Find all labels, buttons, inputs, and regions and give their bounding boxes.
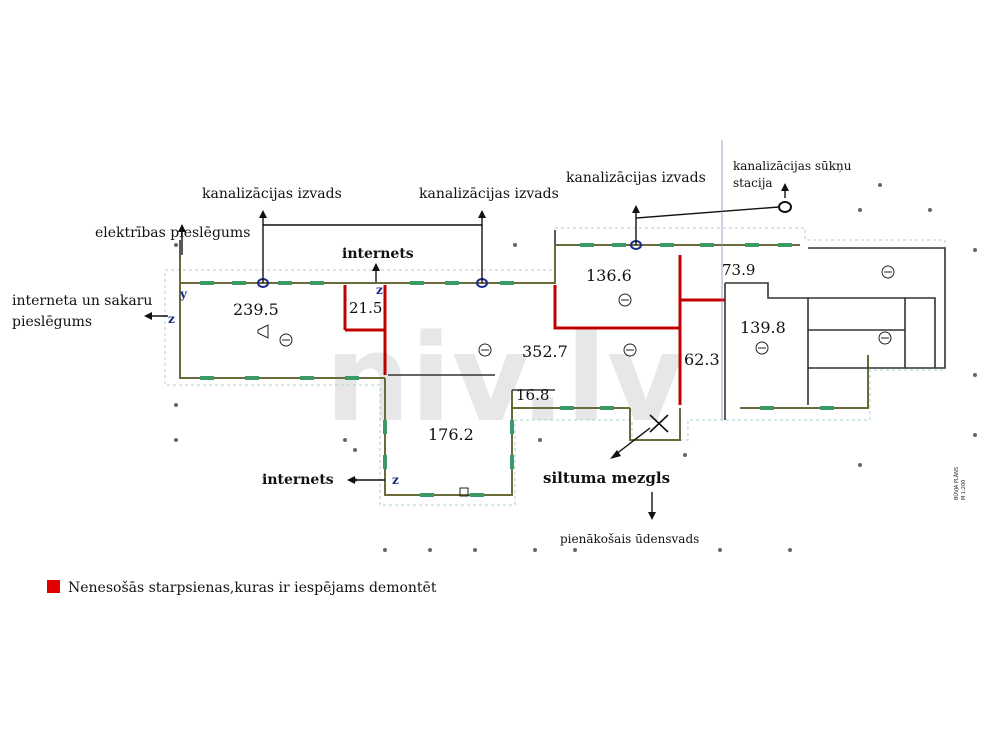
window-marks — [200, 243, 834, 497]
label-water-supply: pienākošais ūdensvads — [560, 532, 699, 546]
label-sewer-3: kanalizācijas izvads — [566, 170, 706, 186]
area-176-2: 176.2 — [428, 425, 474, 444]
label-internet-line2: pieslēgums — [12, 314, 92, 330]
area-16-8: 16.8 — [516, 386, 549, 404]
label-pump-station-line1: kanalizācijas sūkņu — [733, 159, 852, 173]
z-marker-2: z — [376, 283, 383, 297]
label-sewer-1: kanalizācijas izvads — [202, 186, 342, 202]
stamp-line1: BŪVJA PLĀNS — [953, 467, 960, 500]
legend-text: Nenesošās starpsienas,kuras ir iespējams… — [68, 579, 437, 596]
area-136-6: 136.6 — [586, 266, 632, 285]
room-areas: 239.5 21.5 352.7 136.6 73.9 139.8 62.3 1… — [233, 261, 786, 444]
label-heat-node: siltuma mezgls — [543, 469, 670, 487]
heat-node-symbol — [649, 414, 669, 433]
area-62-3: 62.3 — [684, 350, 720, 369]
arrows — [144, 183, 789, 520]
area-73-9: 73.9 — [722, 261, 755, 279]
area-21-5: 21.5 — [349, 299, 382, 317]
plan-stamp: BŪVJA PLĀNS M 1:200 — [953, 467, 967, 500]
label-internet-top: internets — [342, 246, 414, 262]
label-sewer-2: kanalizācijas izvads — [419, 186, 559, 202]
dashed-outline — [164, 227, 946, 506]
area-352-7: 352.7 — [522, 342, 568, 361]
z-marker-3: z — [392, 473, 399, 487]
room-symbols — [257, 265, 895, 497]
pump-station-marker — [778, 201, 792, 213]
axis-markers: y z z z — [168, 283, 399, 487]
removable-walls — [343, 255, 725, 405]
y-marker: y — [179, 287, 188, 301]
legend: Nenesošās starpsienas,kuras ir iespējams… — [47, 579, 437, 596]
label-pump-station-line2: stacija — [733, 176, 773, 190]
label-electricity: elektrības pieslēgums — [95, 225, 250, 241]
legend-swatch — [47, 580, 60, 593]
label-internet-bottom: internets — [262, 472, 334, 488]
area-139-8: 139.8 — [740, 318, 786, 337]
utility-labels: elektrības pieslēgums interneta un sakar… — [12, 159, 852, 546]
stamp-line2: M 1:200 — [961, 480, 967, 500]
label-internet-line1: interneta un sakaru — [12, 293, 152, 309]
area-239-5: 239.5 — [233, 300, 279, 319]
z-marker-1: z — [168, 312, 175, 326]
